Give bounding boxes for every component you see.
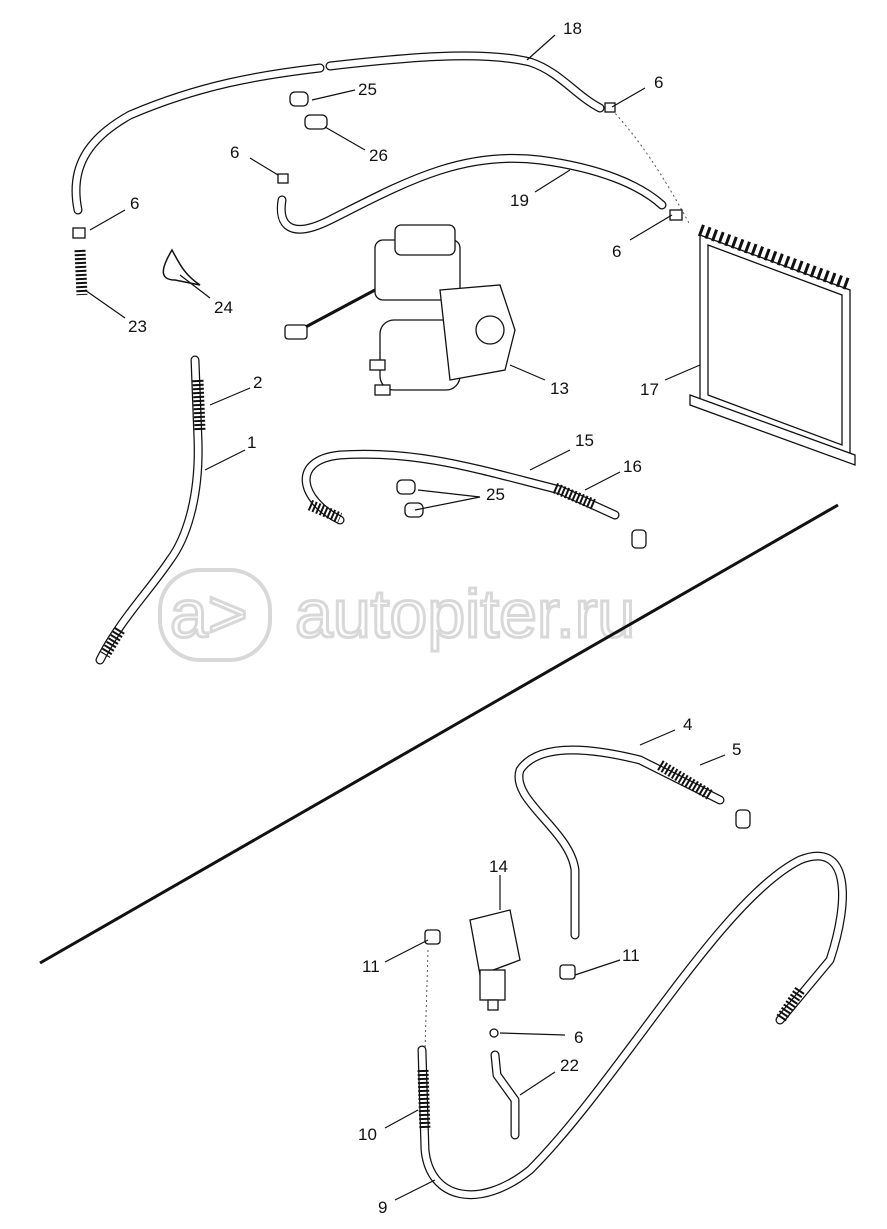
callout-2: 2 bbox=[253, 373, 262, 392]
callout-6: 6 bbox=[612, 242, 621, 261]
callout-6: 6 bbox=[230, 143, 239, 162]
callout-25: 25 bbox=[486, 485, 505, 504]
watermark-text: autopiter.ru bbox=[295, 576, 635, 652]
callout-6: 6 bbox=[574, 1028, 583, 1047]
hose-19 bbox=[276, 153, 667, 234]
callout-17: 17 bbox=[640, 380, 659, 399]
section-divider bbox=[39, 503, 839, 965]
callout-25: 25 bbox=[358, 80, 377, 99]
hose-18 bbox=[71, 51, 605, 215]
callout-9: 9 bbox=[378, 1198, 387, 1217]
hose-22 bbox=[490, 1050, 520, 1140]
leader-lines bbox=[84, 34, 726, 1201]
hose-15 bbox=[301, 449, 647, 549]
callout-13: 13 bbox=[550, 379, 569, 398]
hose-9 bbox=[417, 851, 847, 1200]
callouts: 18 25 26 6 6 19 6 6 23 24 2 1 13 17 15 1… bbox=[128, 19, 741, 1217]
callout-5: 5 bbox=[732, 740, 741, 759]
callout-22: 22 bbox=[560, 1056, 579, 1075]
watermark-logo bbox=[158, 568, 272, 662]
valve-14 bbox=[424, 909, 576, 1011]
hose-4 bbox=[514, 745, 751, 940]
callout-11: 11 bbox=[622, 946, 640, 965]
clamps bbox=[72, 91, 683, 1038]
callout-16: 16 bbox=[623, 457, 642, 476]
watermark: a> autopiter.ru bbox=[158, 568, 637, 662]
callout-23: 23 bbox=[128, 317, 147, 336]
cable-tie-24 bbox=[162, 248, 201, 286]
callout-26: 26 bbox=[369, 146, 388, 165]
callout-6: 6 bbox=[654, 73, 663, 92]
callout-24: 24 bbox=[214, 298, 233, 317]
dotted-guide bbox=[424, 949, 429, 1051]
callout-10: 10 bbox=[358, 1125, 377, 1144]
callout-19: 19 bbox=[510, 191, 529, 210]
callout-15: 15 bbox=[575, 431, 594, 450]
callout-6: 6 bbox=[130, 194, 139, 213]
fuel-pump-13 bbox=[284, 224, 516, 396]
watermark-logo-glyph: a> bbox=[170, 576, 248, 652]
dotted-guide bbox=[611, 109, 691, 226]
spring-23 bbox=[74, 249, 88, 296]
callout-1: 1 bbox=[247, 433, 256, 452]
callout-14: 14 bbox=[489, 857, 508, 876]
cooler-17 bbox=[689, 224, 856, 466]
callout-18: 18 bbox=[563, 19, 582, 38]
callout-11: 11 bbox=[362, 957, 380, 976]
hose-1 bbox=[95, 355, 206, 665]
callout-4: 4 bbox=[683, 715, 692, 734]
